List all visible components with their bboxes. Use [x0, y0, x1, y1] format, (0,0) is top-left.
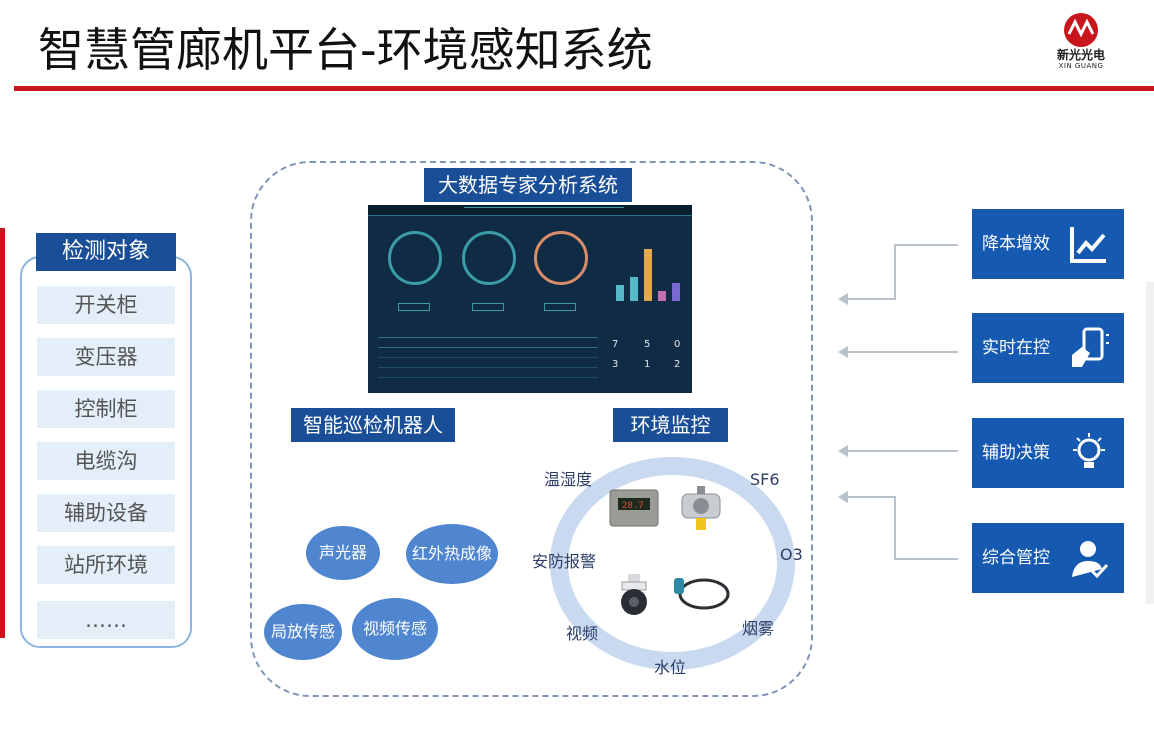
- arrow-left-icon: [838, 346, 848, 358]
- env-title: 环境监控: [613, 408, 728, 442]
- connector: [848, 351, 958, 353]
- bubble-sound-light: 声光器: [306, 526, 380, 580]
- connector: [848, 496, 896, 498]
- user-check-icon: [1072, 541, 1109, 579]
- dash-number: 1: [644, 359, 651, 370]
- trend-chart-icon: [1070, 227, 1106, 263]
- arrow-left-icon: [838, 491, 848, 503]
- right-edge-bar: [1146, 282, 1154, 604]
- left-accent-bar: [0, 228, 5, 638]
- page-title: 智慧管廊机平台-环境感知系统: [38, 23, 653, 77]
- env-label: SF6: [750, 470, 780, 489]
- bubble-video-sensor: 视频传感: [352, 598, 438, 660]
- benefit-label: 综合管控: [982, 548, 1050, 568]
- env-label: 水位: [654, 658, 687, 677]
- detect-item: 电缆沟: [37, 442, 175, 480]
- company-logo-icon: [1064, 13, 1098, 47]
- dash-number: 3: [612, 359, 619, 370]
- detect-title: 检测对象: [36, 233, 176, 271]
- analysis-title: 大数据专家分析系统: [424, 168, 632, 202]
- svg-text:28.7: 28.7: [622, 501, 644, 511]
- logo-name: 新光光电: [1056, 48, 1105, 62]
- logo-subtitle: XIN GUANG: [1058, 62, 1104, 70]
- dash-number: 2: [674, 359, 681, 370]
- connector: [894, 558, 958, 560]
- benefit-cost-reduction: 降本增效: [972, 209, 1124, 279]
- benefit-realtime-control: 实时在控: [972, 313, 1124, 383]
- bubble-infrared: 红外热成像: [406, 524, 498, 584]
- detect-item: ……: [37, 601, 175, 639]
- hand-phone-icon: [1072, 327, 1109, 367]
- dash-number: 5: [644, 339, 651, 350]
- gas-detector-icon: [681, 486, 721, 530]
- connector: [848, 298, 896, 300]
- detect-item: 辅助设备: [37, 494, 175, 532]
- env-label: 安防报警: [532, 552, 597, 571]
- title-underline: [14, 86, 1154, 91]
- benefit-decision-support: 辅助决策: [972, 418, 1124, 488]
- connector: [894, 496, 896, 560]
- dashboard-screenshot: 7 5 0 3 1 2: [368, 205, 692, 393]
- env-label: O3: [780, 545, 803, 564]
- connector: [894, 244, 958, 246]
- benefit-label: 实时在控: [982, 338, 1050, 358]
- dome-camera-icon: [621, 574, 647, 615]
- platform-box: [250, 161, 813, 697]
- arrow-left-icon: [838, 445, 848, 457]
- env-label: 视频: [566, 624, 599, 643]
- water-level-sensor-icon: [674, 578, 730, 610]
- dash-number: 7: [612, 339, 619, 350]
- bubble-partial-discharge: 局放传感: [264, 604, 342, 660]
- temperature-sensor-icon: 28.7: [609, 489, 659, 527]
- robot-title: 智能巡检机器人: [291, 408, 455, 442]
- env-label: 烟雾: [742, 619, 775, 638]
- connector: [848, 450, 958, 452]
- benefit-integrated-control: 综合管控: [972, 523, 1124, 593]
- detect-item: 站所环境: [37, 546, 175, 584]
- detect-item: 变压器: [37, 338, 175, 376]
- dash-number: 0: [674, 339, 681, 350]
- connector: [894, 244, 896, 300]
- lightbulb-icon: [1073, 433, 1105, 468]
- arrow-left-icon: [838, 293, 848, 305]
- detect-item: 控制柜: [37, 390, 175, 428]
- benefit-label: 辅助决策: [982, 443, 1050, 463]
- benefit-label: 降本增效: [982, 234, 1050, 254]
- detect-item: 开关柜: [37, 286, 175, 324]
- env-label: 温湿度: [544, 470, 593, 489]
